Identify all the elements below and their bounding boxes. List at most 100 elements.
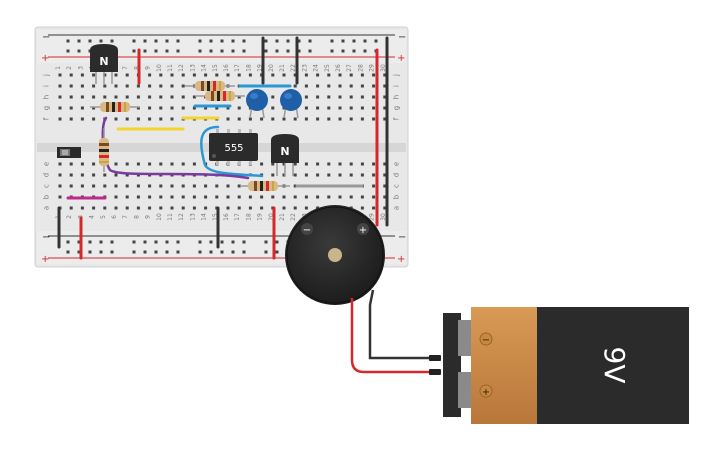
breadboard-hole[interactable] xyxy=(327,162,331,166)
breadboard-hole[interactable] xyxy=(349,84,353,88)
breadboard-hole[interactable] xyxy=(170,162,174,166)
breadboard-hole[interactable] xyxy=(304,73,308,77)
breadboard-hole[interactable] xyxy=(80,206,84,210)
breadboard-hole[interactable] xyxy=(304,195,308,199)
breadboard-hole[interactable] xyxy=(383,173,387,177)
breadboard-hole[interactable] xyxy=(360,195,364,199)
breadboard-hole[interactable] xyxy=(77,39,81,43)
breadboard-hole[interactable] xyxy=(125,162,129,166)
breadboard-hole[interactable] xyxy=(275,39,279,43)
breadboard-hole[interactable] xyxy=(192,106,196,110)
breadboard-hole[interactable] xyxy=(69,84,73,88)
breadboard-hole[interactable] xyxy=(58,106,62,110)
breadboard-hole[interactable] xyxy=(143,49,147,53)
breadboard-hole[interactable] xyxy=(349,117,353,121)
breadboard-hole[interactable] xyxy=(293,173,297,177)
breadboard-hole[interactable] xyxy=(316,195,320,199)
breadboard-hole[interactable] xyxy=(176,240,180,244)
wire-purple[interactable] xyxy=(101,116,250,180)
breadboard-hole[interactable] xyxy=(92,84,96,88)
breadboard-hole[interactable] xyxy=(154,240,158,244)
breadboard-hole[interactable] xyxy=(80,162,84,166)
breadboard-hole[interactable] xyxy=(209,39,213,43)
breadboard-hole[interactable] xyxy=(330,39,334,43)
breadboard-hole[interactable] xyxy=(293,162,297,166)
breadboard-hole[interactable] xyxy=(237,206,241,210)
breadboard-hole[interactable] xyxy=(220,240,224,244)
breadboard-hole[interactable] xyxy=(226,195,230,199)
breadboard-hole[interactable] xyxy=(204,206,208,210)
breadboard-hole[interactable] xyxy=(209,240,213,244)
breadboard-hole[interactable] xyxy=(58,195,62,199)
breadboard-hole[interactable] xyxy=(282,117,286,121)
resistor-3[interactable] xyxy=(195,91,245,101)
breadboard-hole[interactable] xyxy=(341,39,345,43)
breadboard-hole[interactable] xyxy=(242,39,246,43)
breadboard-hole[interactable] xyxy=(181,206,185,210)
breadboard-hole[interactable] xyxy=(341,49,345,53)
breadboard-hole[interactable] xyxy=(80,173,84,177)
breadboard-hole[interactable] xyxy=(159,117,163,121)
breadboard-hole[interactable] xyxy=(198,240,202,244)
battery-wire-black[interactable] xyxy=(368,289,435,360)
breadboard-hole[interactable] xyxy=(293,73,297,77)
breadboard-hole[interactable] xyxy=(136,84,140,88)
breadboard-hole[interactable] xyxy=(372,184,376,188)
breadboard-hole[interactable] xyxy=(204,184,208,188)
breadboard-hole[interactable] xyxy=(136,117,140,121)
breadboard-hole[interactable] xyxy=(114,117,118,121)
breadboard-hole[interactable] xyxy=(99,39,103,43)
breadboard-hole[interactable] xyxy=(159,195,163,199)
breadboard-hole[interactable] xyxy=(192,95,196,99)
breadboard-hole[interactable] xyxy=(114,162,118,166)
breadboard-hole[interactable] xyxy=(170,73,174,77)
breadboard-hole[interactable] xyxy=(125,195,129,199)
breadboard-hole[interactable] xyxy=(215,184,219,188)
breadboard-hole[interactable] xyxy=(338,117,342,121)
resistor-1[interactable] xyxy=(90,102,140,112)
breadboard-hole[interactable] xyxy=(349,173,353,177)
breadboard-hole[interactable] xyxy=(181,95,185,99)
breadboard-hole[interactable] xyxy=(198,250,202,254)
breadboard-hole[interactable] xyxy=(132,250,136,254)
breadboard-hole[interactable] xyxy=(66,250,70,254)
breadboard-hole[interactable] xyxy=(308,39,312,43)
breadboard-hole[interactable] xyxy=(275,250,279,254)
breadboard-hole[interactable] xyxy=(220,39,224,43)
resistor-4[interactable] xyxy=(99,128,109,172)
breadboard-hole[interactable] xyxy=(159,184,163,188)
breadboard-hole[interactable] xyxy=(327,117,331,121)
breadboard-hole[interactable] xyxy=(297,49,301,53)
breadboard-hole[interactable] xyxy=(304,95,308,99)
breadboard-hole[interactable] xyxy=(349,73,353,77)
breadboard-hole[interactable] xyxy=(226,73,230,77)
breadboard-hole[interactable] xyxy=(360,73,364,77)
breadboard-hole[interactable] xyxy=(143,240,147,244)
breadboard-hole[interactable] xyxy=(92,206,96,210)
breadboard-hole[interactable] xyxy=(338,73,342,77)
breadboard-hole[interactable] xyxy=(264,240,268,244)
breadboard-hole[interactable] xyxy=(99,240,103,244)
breadboard-hole[interactable] xyxy=(338,95,342,99)
breadboard-hole[interactable] xyxy=(148,73,152,77)
breadboard-hole[interactable] xyxy=(360,162,364,166)
breadboard-hole[interactable] xyxy=(316,84,320,88)
breadboard-hole[interactable] xyxy=(88,250,92,254)
breadboard-hole[interactable] xyxy=(58,117,62,121)
breadboard-hole[interactable] xyxy=(209,49,213,53)
breadboard-hole[interactable] xyxy=(92,173,96,177)
breadboard-hole[interactable] xyxy=(148,184,152,188)
breadboard-hole[interactable] xyxy=(125,73,129,77)
breadboard-hole[interactable] xyxy=(327,84,331,88)
breadboard-hole[interactable] xyxy=(316,117,320,121)
breadboard-hole[interactable] xyxy=(103,184,107,188)
breadboard-hole[interactable] xyxy=(327,195,331,199)
breadboard-hole[interactable] xyxy=(114,206,118,210)
breadboard-hole[interactable] xyxy=(114,95,118,99)
breadboard-hole[interactable] xyxy=(170,106,174,110)
breadboard-hole[interactable] xyxy=(260,162,264,166)
breadboard-hole[interactable] xyxy=(282,195,286,199)
breadboard-hole[interactable] xyxy=(148,117,152,121)
breadboard-hole[interactable] xyxy=(304,162,308,166)
breadboard-hole[interactable] xyxy=(237,117,241,121)
